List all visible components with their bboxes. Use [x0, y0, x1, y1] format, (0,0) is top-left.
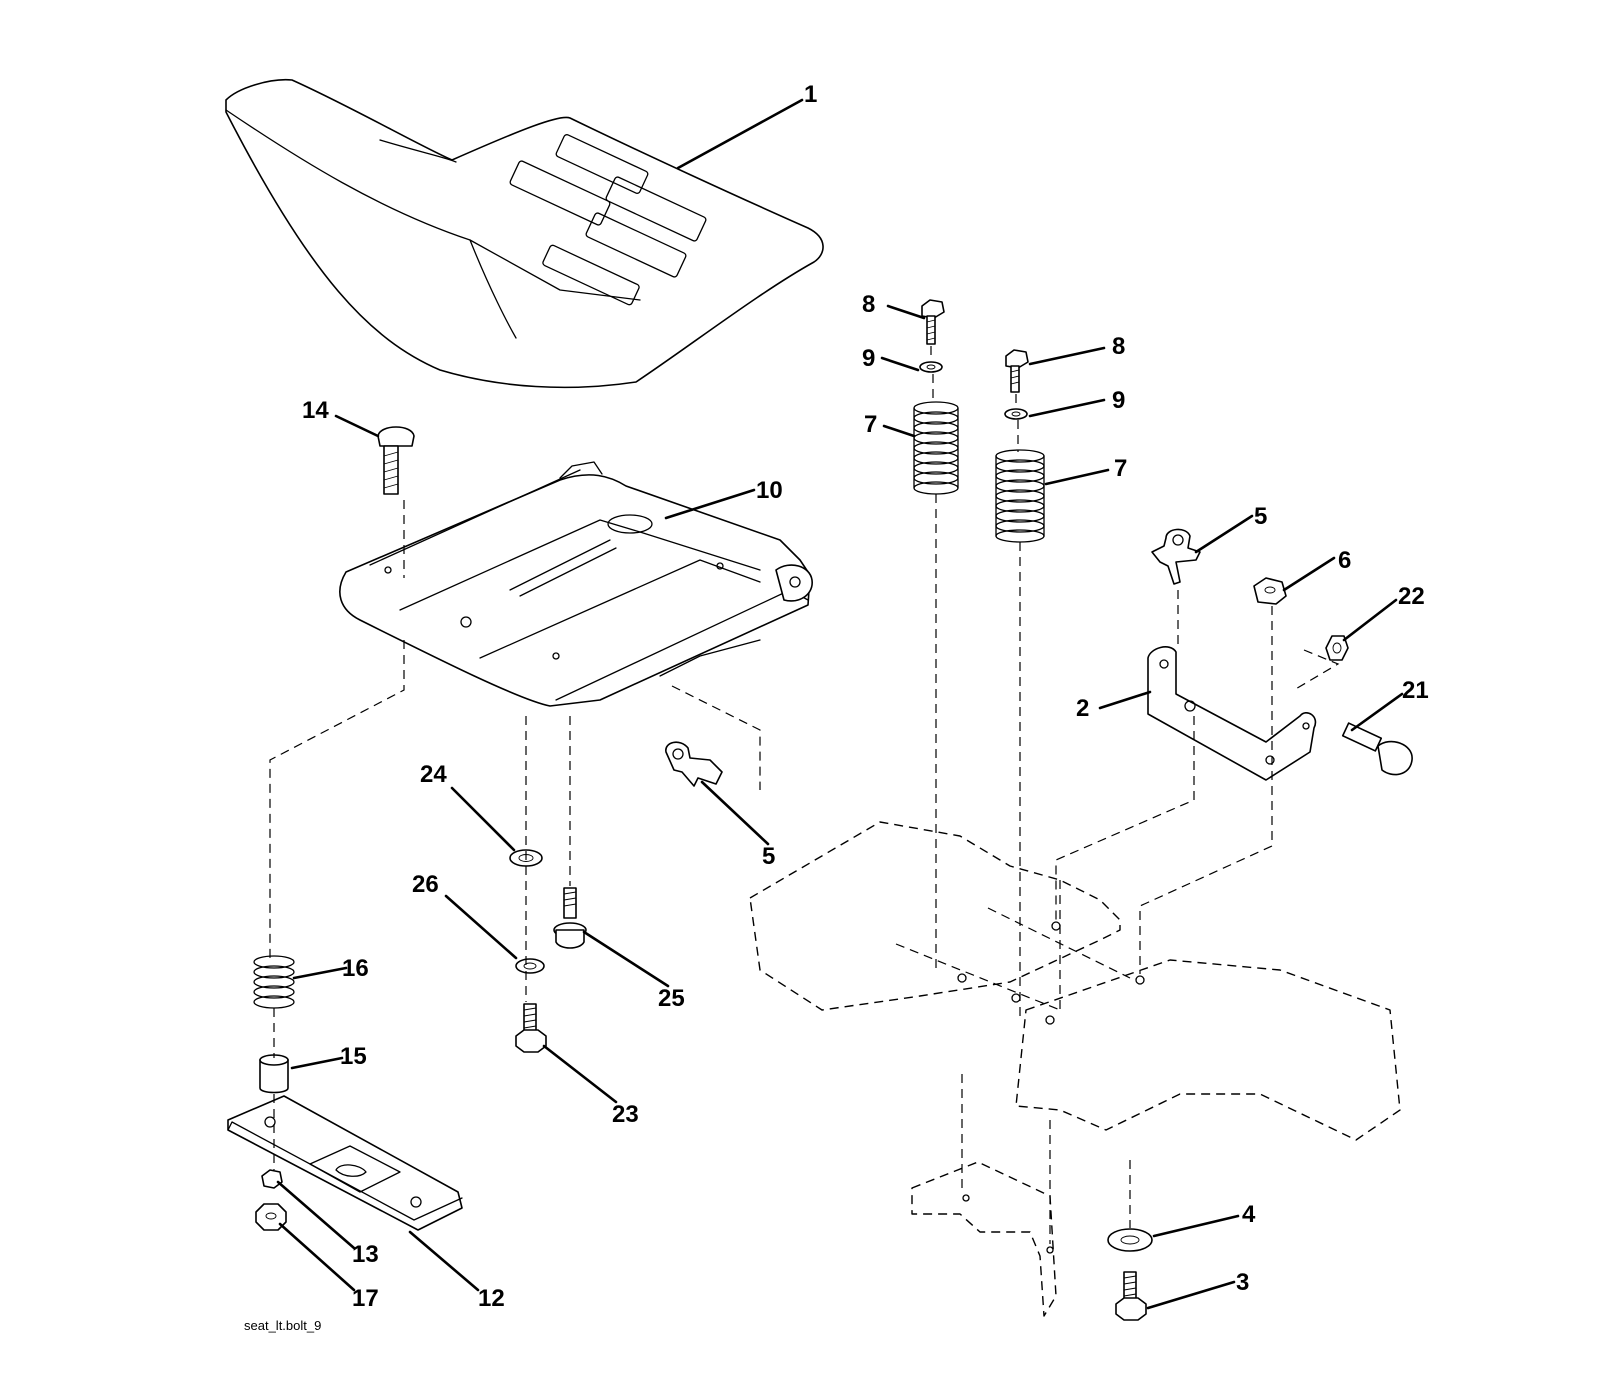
callout-14: 14	[302, 397, 329, 424]
callout-5-upper: 5	[1254, 503, 1267, 530]
leader-lines	[276, 98, 1404, 1310]
clip-part-upper	[1151, 528, 1201, 585]
clip-part-lower	[665, 741, 723, 787]
diagram-caption: seat_lt.bolt_9	[244, 1318, 321, 1333]
callout-26: 26	[412, 871, 439, 898]
callout-5-lower: 5	[762, 843, 775, 870]
callout-10: 10	[756, 477, 783, 504]
callout-9-left: 9	[862, 345, 875, 372]
seat-pan-part	[339, 461, 813, 707]
callout-24: 24	[420, 761, 447, 788]
hex-bolt-part-23	[515, 1003, 547, 1053]
hex-nut-part	[1253, 577, 1287, 605]
callout-8-right: 8	[1112, 333, 1125, 360]
callout-16: 16	[342, 955, 369, 982]
seat-part	[225, 78, 824, 389]
callout-7-right: 7	[1114, 455, 1127, 482]
spacer-part	[259, 1054, 289, 1094]
hex-bolt-part-3	[1115, 1271, 1147, 1321]
callout-labels: 1 8 8 9 9 7 7 14 10 5 6 22 2 21 24 5 26 …	[302, 81, 1429, 1312]
flange-nut-part	[1325, 635, 1349, 661]
slide-plate-part	[227, 1095, 463, 1231]
nut-part-17	[255, 1203, 287, 1231]
callout-7-left: 7	[864, 411, 877, 438]
assembly-lines	[269, 346, 1340, 1244]
callout-21: 21	[1402, 677, 1429, 704]
spring-stack-left	[913, 299, 959, 495]
spring-stack-right	[995, 349, 1045, 543]
carriage-bolt-part	[377, 426, 415, 495]
washer-part-4	[1107, 1228, 1153, 1252]
flange-bolt-part	[553, 887, 587, 949]
callout-9-right: 9	[1112, 387, 1125, 414]
callout-3: 3	[1236, 1269, 1249, 1296]
callout-25: 25	[658, 985, 685, 1012]
callout-17: 17	[352, 1285, 379, 1312]
callout-12: 12	[478, 1285, 505, 1312]
lock-washer-part	[515, 958, 545, 974]
callout-6: 6	[1338, 547, 1351, 574]
small-spring-part	[253, 955, 295, 1009]
callout-23: 23	[612, 1101, 639, 1128]
callout-2: 2	[1076, 695, 1089, 722]
callout-22: 22	[1398, 583, 1425, 610]
nut-part-13	[261, 1169, 283, 1189]
callout-15: 15	[340, 1043, 367, 1070]
callout-1: 1	[804, 81, 817, 108]
callout-4: 4	[1242, 1201, 1256, 1228]
callout-8-left: 8	[862, 291, 875, 318]
frame-phantom	[749, 821, 1401, 1317]
callout-13: 13	[352, 1241, 379, 1268]
bracket-part	[1147, 646, 1317, 781]
